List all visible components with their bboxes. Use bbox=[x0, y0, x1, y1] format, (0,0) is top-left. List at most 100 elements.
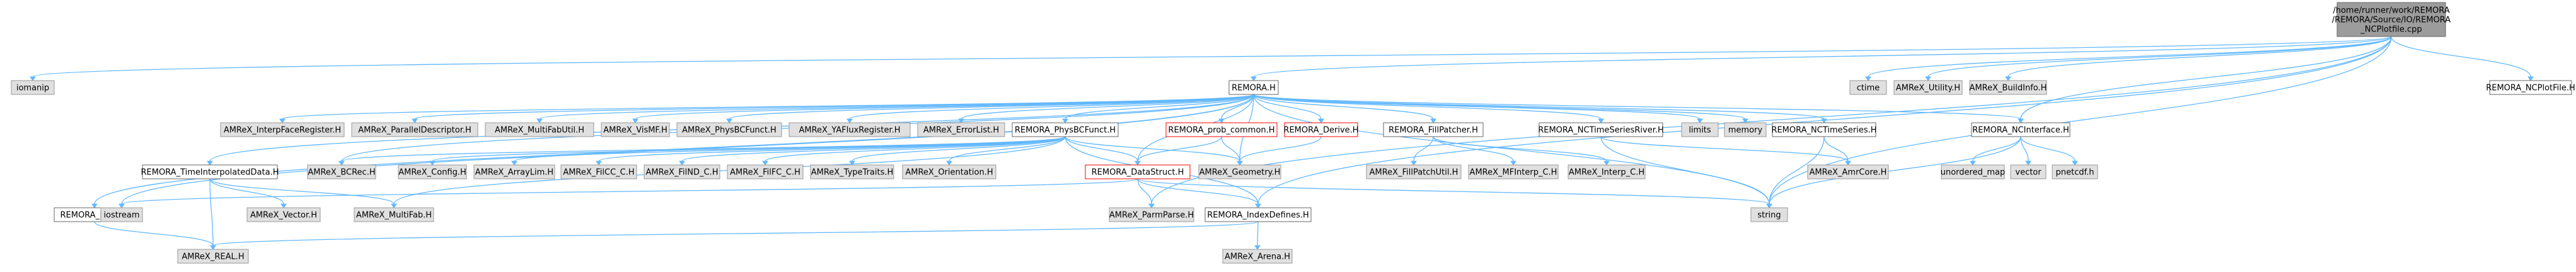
node-remora-prob-common[interactable]: REMORA_prob_common.H bbox=[1165, 122, 1278, 137]
node-iostream[interactable]: iostream bbox=[100, 207, 143, 222]
graph-nodes: /home/runner/work/REMORA/REMORA/Source/I… bbox=[11, 2, 2575, 264]
node-amrex-multifab[interactable]: AMReX_MultiFab.H bbox=[354, 207, 434, 222]
node-amrex-filnd-c[interactable]: AMReX_FilND_C.H bbox=[644, 164, 720, 179]
node-remora-datastruct[interactable]: REMORA_DataStruct.H bbox=[1085, 164, 1191, 179]
node-amrex-utility[interactable]: AMReX_Utility.H bbox=[1893, 80, 1963, 95]
node-label: AMReX_ArrayLim.H bbox=[475, 168, 553, 178]
node-remora-nctimeseriesriver[interactable]: REMORA_NCTimeSeriesRiver.H bbox=[1538, 122, 1664, 137]
edge-remora_physbcfunct-to-amrex_config bbox=[429, 136, 1066, 166]
edge-remora_physbcfunct-to-amrex_filcc_c bbox=[596, 136, 1066, 166]
edge-remora_physbcfunct-to-amrex_filnd_c bbox=[679, 136, 1066, 166]
edge-root-to-string bbox=[1766, 36, 2392, 208]
node-label: AMReX_FilCC_C.H bbox=[563, 168, 634, 178]
node-label: AMReX_VisMF.H bbox=[603, 126, 667, 135]
node-amrex-orientation[interactable]: AMReX_Orientation.H bbox=[902, 164, 996, 179]
edge-remora_prob_common-to-amrex_geometry bbox=[1221, 136, 1243, 166]
edge-remora_h-to-amrex_interpfacereg bbox=[279, 94, 1254, 123]
node-label: REMORA_TimeInterpolatedData.H bbox=[141, 168, 279, 178]
node-label: pnetcdf.h bbox=[2056, 168, 2094, 178]
node-amrex-vismf[interactable]: AMReX_VisMF.H bbox=[601, 122, 670, 137]
node-remora-nctimeseries[interactable]: REMORA_NCTimeSeries.H bbox=[1771, 122, 1877, 137]
edge-remora_nctimeseriesriver-to-amrex_amrcore bbox=[1600, 136, 1851, 166]
node-ctime[interactable]: ctime bbox=[1849, 80, 1887, 95]
node-remora-ncinterface[interactable]: REMORA_NCInterface.H bbox=[1971, 122, 2071, 137]
node-remora-timeinterp[interactable]: REMORA_TimeInterpolatedData.H bbox=[141, 164, 279, 179]
node-label: _NCPlotfile.cpp bbox=[2360, 25, 2422, 35]
edge-remora_h-to-string bbox=[1253, 94, 1772, 208]
node-label: REMORA_FillPatcher.H bbox=[1389, 126, 1478, 135]
edge-remora_datastruct-to-string bbox=[1137, 178, 1772, 208]
node-amrex-typetraits[interactable]: AMReX_TypeTraits.H bbox=[810, 164, 894, 179]
node-unordered-map[interactable]: unordered_map bbox=[1941, 164, 2006, 179]
edge-remora_h-to-remora_fillpatcher bbox=[1253, 94, 1436, 123]
edge-remora_timeinterp-to-amrex_real bbox=[209, 178, 216, 250]
edge-remora_h-to-amrex_physbcfunct bbox=[726, 94, 1254, 123]
node-remora-fillpatcher[interactable]: REMORA_FillPatcher.H bbox=[1383, 122, 1484, 137]
node-memory[interactable]: memory bbox=[1724, 122, 1767, 137]
edge-root-to-remora_h bbox=[1250, 36, 2392, 81]
node-amrex-physbcfunct[interactable]: AMReX_PhysBCFunct.H bbox=[676, 122, 782, 137]
node-label: AMReX_Geometry.H bbox=[1199, 168, 1281, 178]
node-iomanip[interactable]: iomanip bbox=[11, 80, 55, 95]
node-amrex-interp-c[interactable]: AMReX_Interp_C.H bbox=[1568, 164, 1646, 179]
node-amrex-amrcore[interactable]: AMReX_AmrCore.H bbox=[1807, 164, 1889, 179]
node-remora-indexdefines[interactable]: REMORA_IndexDefines.H bbox=[1204, 207, 1312, 222]
node-label: AMReX_ErrorList.H bbox=[923, 126, 999, 135]
node-label: REMORA_NCInterface.H bbox=[1972, 126, 2069, 135]
edge-remora_derive-to-amrex_geometry bbox=[1237, 136, 1322, 166]
node-label: REMORA_PhysBCFunct.H bbox=[1015, 126, 1116, 135]
edge-root-to-ctime bbox=[1865, 36, 2392, 81]
node-vector[interactable]: vector bbox=[2010, 164, 2047, 179]
node-amrex-config[interactable]: AMReX_Config.H bbox=[398, 164, 467, 179]
edge-remora_fillpatcher-to-amrex_fillpatchutil bbox=[1411, 136, 1434, 166]
node-amrex-arena[interactable]: AMReX_Arena.H bbox=[1222, 249, 1293, 264]
node-amrex-buildinfo[interactable]: AMReX_BuildInfo.H bbox=[1969, 80, 2047, 95]
node-label: iostream bbox=[103, 211, 139, 220]
node-amrex-yafluxreg[interactable]: AMReX_YAFluxRegister.H bbox=[788, 122, 911, 137]
node-remora-ncplotfile[interactable]: REMORA_NCPlotFile.H bbox=[2486, 80, 2575, 95]
node-amrex-filfc-c[interactable]: AMReX_FilFC_C.H bbox=[727, 164, 804, 179]
node-amrex-filcc-c[interactable]: AMReX_FilCC_C.H bbox=[560, 164, 637, 179]
node-amrex-vector[interactable]: AMReX_Vector.H bbox=[246, 207, 321, 222]
node-label: REMORA_NCTimeSeries.H bbox=[1771, 126, 1876, 135]
node-amrex-parmparse[interactable]: AMReX_ParmParse.H bbox=[1109, 207, 1194, 222]
edge-remora_datastruct-to-amrex_parmparse bbox=[1137, 178, 1155, 208]
node-pnetcdf[interactable]: pnetcdf.h bbox=[2052, 164, 2098, 179]
edge-remora_physbcfunct-to-remora_datastruct bbox=[1065, 136, 1141, 166]
node-amrex-bcrec[interactable]: AMReX_BCRec.H bbox=[307, 164, 376, 179]
node-amrex-interpfacereg[interactable]: AMReX_InterpFaceRegister.H bbox=[220, 122, 345, 137]
node-amrex-errorlist[interactable]: AMReX_ErrorList.H bbox=[917, 122, 1005, 137]
node-label: AMReX_Config.H bbox=[398, 168, 466, 178]
node-string[interactable]: string bbox=[1750, 207, 1788, 222]
node-amrex-arraylim[interactable]: AMReX_ArrayLim.H bbox=[473, 164, 555, 179]
node-root[interactable]: /home/runner/work/REMORA/REMORA/Source/I… bbox=[2332, 2, 2451, 37]
node-amrex-geometry[interactable]: AMReX_Geometry.H bbox=[1198, 164, 1281, 179]
node-label: REMORA_prob_common.H bbox=[1168, 126, 1274, 135]
edge-remora_h-to-memory bbox=[1253, 94, 1748, 123]
node-amrex-real[interactable]: AMReX_REAL.H bbox=[177, 249, 249, 264]
node-label: AMReX_BCRec.H bbox=[308, 168, 375, 178]
node-label: string bbox=[1757, 211, 1781, 220]
edge-root-to-amrex_utility bbox=[1925, 36, 2392, 81]
node-amrex-paralleldesc[interactable]: AMReX_ParallelDescriptor.H bbox=[351, 122, 478, 137]
edge-remora_physbcfunct-to-amrex_bcrec bbox=[338, 136, 1066, 166]
edge-remora_prob_common-to-remora_datastruct bbox=[1135, 136, 1222, 166]
node-limits[interactable]: limits bbox=[1681, 122, 1719, 137]
node-label: AMReX_Interp_C.H bbox=[1569, 168, 1644, 178]
node-label: /home/runner/work/REMORA bbox=[2333, 6, 2449, 16]
node-amrex-multifabutil[interactable]: AMReX_MultiFabUtil.H bbox=[485, 122, 594, 137]
node-remora-h[interactable]: REMORA.H bbox=[1228, 80, 1279, 95]
node-remora-derive[interactable]: REMORA_Derive.H bbox=[1283, 122, 1359, 137]
edge-remora_physbcfunct-to-amrex_filfc_c bbox=[762, 136, 1066, 166]
node-amrex-mfinterp-c[interactable]: AMReX_MFInterp_C.H bbox=[1468, 164, 1559, 179]
node-label: REMORA.H bbox=[1232, 84, 1276, 93]
node-remora-physbcfunct[interactable]: REMORA_PhysBCFunct.H bbox=[1012, 122, 1119, 137]
node-label: AMReX_Orientation.H bbox=[905, 168, 993, 178]
node-label: ctime bbox=[1857, 84, 1880, 93]
edge-root-to-amrex_buildinfo bbox=[2005, 36, 2392, 81]
edge-remora_fillpatcher-to-amrex_mfinterp_c bbox=[1433, 136, 1516, 166]
node-amrex-fillpatchutil[interactable]: AMReX_FillPatchUtil.H bbox=[1366, 164, 1462, 179]
node-label: AMReX_Arena.H bbox=[1225, 252, 1290, 262]
node-label: AMReX_BuildInfo.H bbox=[1970, 84, 2047, 93]
